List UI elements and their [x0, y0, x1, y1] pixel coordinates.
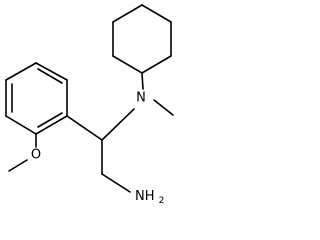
molecule-structure: N O NH 2 — [5, 4, 174, 206]
amine-label: NH 2 — [135, 189, 164, 206]
bond — [101, 173, 131, 193]
bond — [153, 99, 174, 116]
amine-nh-text: NH — [135, 189, 155, 204]
bond — [5, 62, 37, 81]
bond — [5, 115, 37, 135]
nitrogen-atom-label: N — [136, 91, 146, 106]
double-bond — [37, 68, 63, 84]
benzene-ring — [5, 62, 68, 135]
bond — [141, 4, 172, 23]
bond — [101, 108, 135, 141]
bond — [141, 72, 144, 90]
bond — [66, 115, 103, 141]
cyclohexyl-ring — [112, 4, 172, 74]
bond — [141, 55, 172, 74]
double-bond — [37, 112, 63, 128]
bond — [35, 115, 68, 135]
backbone — [8, 72, 174, 193]
bond — [35, 62, 68, 81]
amine-subscript: 2 — [159, 196, 165, 206]
bond — [8, 159, 28, 172]
oxygen-atom-label: O — [31, 148, 41, 163]
bond — [112, 4, 143, 23]
structure-canvas: N O NH 2 — [5, 4, 174, 206]
bond — [112, 55, 143, 74]
